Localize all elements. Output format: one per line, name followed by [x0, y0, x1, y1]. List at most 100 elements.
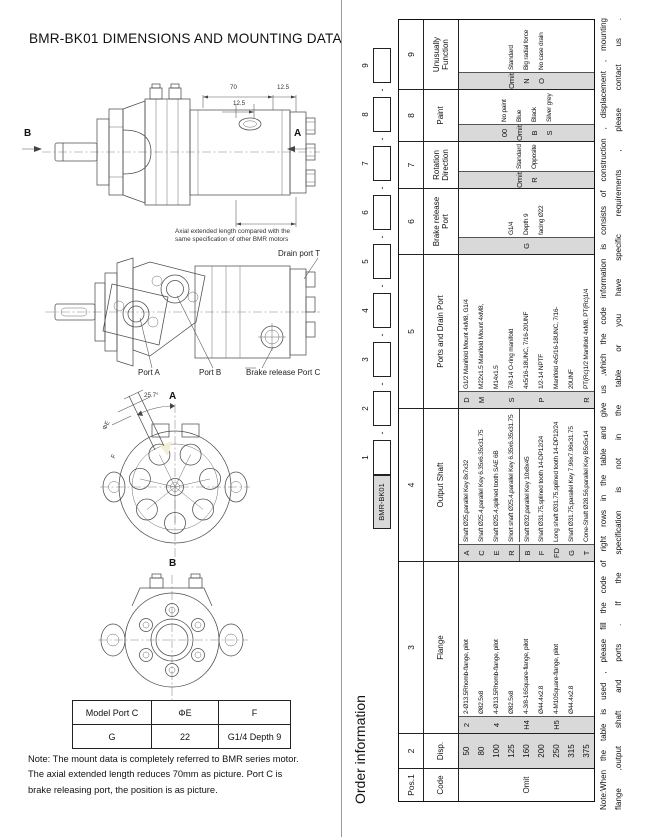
order-col-body: Omit — [522, 776, 531, 794]
code-cell: Omit — [514, 172, 524, 188]
panel-divider — [341, 0, 342, 837]
order-col-pos: 7 — [399, 142, 424, 188]
code-cell: H4 — [522, 720, 531, 730]
port-b-label: Port B — [199, 368, 222, 377]
code-cell: E — [492, 550, 501, 556]
axial-length-note: Axial extended length compared with the … — [175, 228, 291, 244]
code-position-number: 5 — [361, 259, 370, 264]
code-dash: - — [377, 235, 387, 239]
desc-cell: No case drain — [538, 32, 545, 70]
desc-cell: M14x1.5 — [493, 365, 500, 389]
desc-cell: 20UNF — [568, 369, 575, 389]
code-entry-box — [373, 146, 391, 181]
code-cell — [504, 717, 519, 733]
order-col-pos: 6 — [399, 189, 424, 254]
desc-cell: 4x5/16-18UNC, 7/16-20UNF — [523, 311, 530, 389]
code-cell — [504, 238, 519, 254]
code-cell: C — [477, 550, 486, 556]
code-cell — [564, 392, 579, 408]
col-f: F — [218, 700, 291, 725]
order-col-pos: 3 — [399, 562, 424, 733]
code-position-number: 9 — [361, 63, 370, 68]
code-dash: - — [377, 284, 387, 288]
mount-note: Note: The mount data is completely refer… — [28, 754, 299, 795]
code-position-unit: 8 — [360, 97, 391, 132]
code-cell: D — [462, 397, 471, 403]
code-cell: M — [477, 396, 486, 404]
order-col-pos: 2 — [399, 734, 424, 768]
code-position-unit: 7 — [360, 146, 391, 181]
disp-value: 50 — [461, 746, 471, 756]
order-col-pos: 8 — [399, 90, 424, 141]
dim-12-5-inner: 12.5 — [233, 100, 246, 107]
order-col-pos: 5 — [399, 255, 424, 408]
code-position-unit: 3 — [360, 342, 391, 377]
code-cell: 2 — [462, 722, 471, 728]
order-col-pos: 4 — [399, 409, 424, 561]
desc-cell: G1/2 Manifold Mount 4xM8, G1/4 — [463, 299, 470, 389]
order-col-pos: Pos.1 — [399, 769, 424, 801]
desc-cell: Ø82.5x8 — [478, 690, 485, 714]
order-col-name: Brake release Port — [424, 189, 459, 254]
desc-cell: Shaft Ø25.4,parallel Key 6.35x6.35x31.75 — [478, 429, 485, 542]
order-note: Note:When the table is used , please fil… — [599, 18, 623, 810]
desc-cell: Black — [530, 107, 538, 122]
code-cell: FD — [552, 548, 561, 558]
desc-cell: Short shaft Ø25.4,parallel Key 6.35x6.35… — [508, 414, 515, 542]
model-code-unit: BMR-BK01 — [360, 475, 391, 529]
desc-cell: No paint — [500, 99, 508, 122]
val-f: G1/4 Depth 9 — [218, 724, 291, 749]
code-cell — [534, 717, 549, 733]
code-entry-box — [373, 342, 391, 377]
code-dash: - — [377, 431, 387, 435]
desc-cell: 4-3/8-16Square-flange, pilot — [523, 639, 530, 714]
disp-value: 80 — [476, 746, 486, 756]
desc-cell: Ø44.4x2.8 — [568, 685, 575, 714]
desc-cell: Opposite — [530, 144, 538, 169]
desc-cell: G1/4 — [508, 221, 515, 235]
desc-cell: Silver grey — [545, 93, 553, 122]
order-information-title: Order information — [352, 695, 368, 804]
desc-cell: 2-Ø13.5Rhomb-flange, pilot — [463, 639, 470, 714]
val-model: G — [72, 724, 152, 749]
code-position-number: 4 — [361, 308, 370, 313]
code-cell: S — [507, 397, 516, 403]
code-cell: N — [522, 78, 531, 84]
code-cell — [474, 717, 489, 733]
code-cell: P — [537, 397, 546, 403]
code-cell: B — [529, 130, 539, 136]
desc-cell: Cone-Shaft Ø28.56,parallel Key B5x5x14 — [583, 430, 590, 542]
code-cell: 4 — [492, 722, 501, 728]
disp-value: 125 — [506, 744, 516, 758]
code-entry-box — [373, 440, 391, 475]
code-position-unit: 6 — [360, 195, 391, 230]
dimension-drawings — [22, 83, 320, 702]
code-position-unit: 9 — [360, 48, 391, 83]
desc-cell: Shaft Ø31.75,splined tooth 14-DP12/24 — [538, 435, 545, 542]
code-position-number: 3 — [361, 357, 370, 362]
desc-cell: M22x1.5 Manifold Mount 4xM8, — [478, 303, 485, 389]
code-cell: H5 — [552, 720, 561, 730]
disp-value: 100 — [491, 744, 501, 758]
